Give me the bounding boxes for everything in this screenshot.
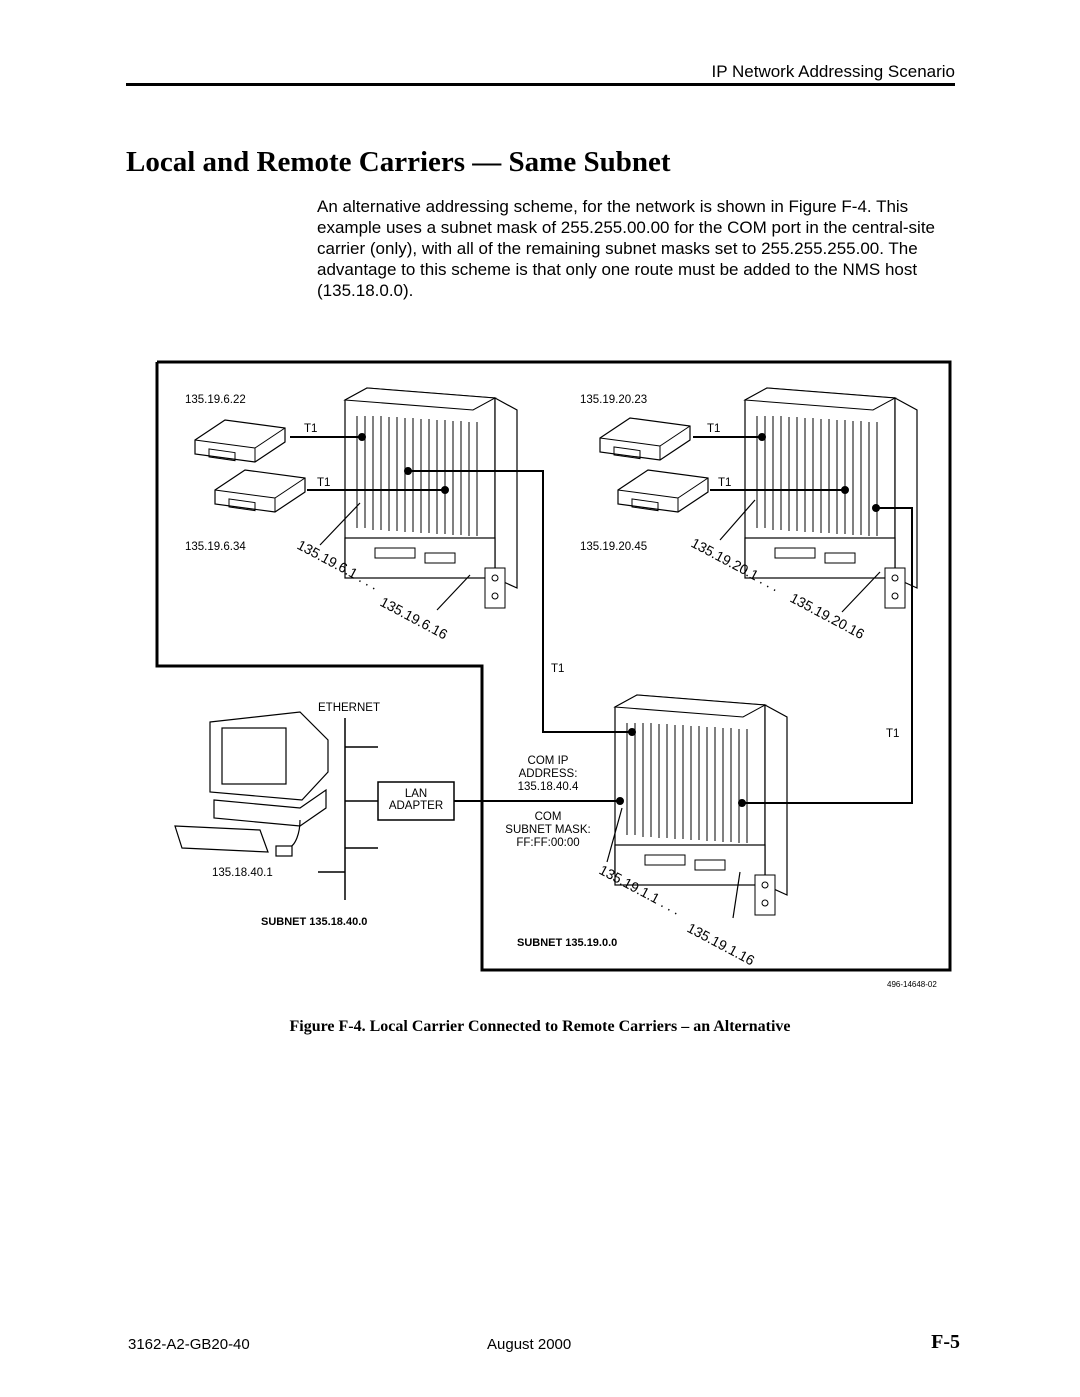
nms-workstation — [174, 711, 329, 857]
left-top-ip: 135.19.6.22 — [185, 394, 246, 406]
left-slot-end: 135.19.6.16 — [378, 594, 451, 643]
com-mask-line2: SUBNET MASK: — [505, 824, 590, 836]
network-boundary — [155, 360, 952, 972]
com-ip-value: 135.18.40.4 — [518, 781, 579, 793]
subnet-carrier-label: SUBNET 135.19.0.0 — [517, 937, 617, 949]
network-diagram: 135.19.6.22 T1 T1 135.19.6.34 135.19.20.… — [155, 360, 952, 989]
nms-ip: 135.18.40.1 — [212, 867, 273, 879]
figure-caption: Figure F-4. Local Carrier Connected to R… — [289, 1018, 791, 1035]
lan-adapter-line2: ADAPTER — [389, 800, 443, 812]
figure-id: 496-14648-02 — [887, 980, 937, 989]
com-mask-value: FF:FF:00:00 — [516, 837, 579, 849]
right-top-ip: 135.19.20.23 — [580, 394, 647, 406]
doc-number: 3162-A2-GB20-40 — [128, 1336, 250, 1353]
section-title: Local and Remote Carriers — Same Subnet — [126, 146, 671, 178]
modem-left-bottom — [214, 469, 306, 513]
header-rule — [126, 83, 955, 86]
right-t1: T1 — [886, 728, 899, 740]
page-number: F-5 — [931, 1331, 960, 1353]
modem-right-top — [599, 417, 691, 461]
lan-adapter-box — [377, 781, 455, 821]
subnet-lan-label: SUBNET 135.18.40.0 — [261, 916, 367, 928]
right-bottom-ip: 135.19.20.45 — [580, 541, 647, 553]
right-top-t1: T1 — [707, 423, 720, 435]
modem-right-bottom — [617, 469, 709, 513]
right-bottom-t1: T1 — [718, 477, 731, 489]
left-bottom-ip: 135.19.6.34 — [185, 541, 246, 553]
left-top-t1: T1 — [304, 423, 317, 435]
running-head: IP Network Addressing Scenario — [711, 62, 955, 81]
central-slot-end: 135.19.1.16 — [685, 920, 758, 969]
lan-adapter-line1: LAN — [405, 788, 427, 800]
com-ip-line1: COM IP — [528, 755, 569, 767]
com-ip-line2: ADDRESS: — [519, 768, 578, 780]
modem-left-top — [194, 419, 286, 463]
com-mask-line1: COM — [535, 811, 562, 823]
intro-paragraph: An alternative addressing scheme, for th… — [317, 197, 936, 300]
center-t1: T1 — [551, 663, 564, 675]
left-bottom-t1: T1 — [317, 477, 330, 489]
doc-date: August 2000 — [487, 1336, 572, 1353]
ethernet-label: ETHERNET — [318, 702, 380, 714]
